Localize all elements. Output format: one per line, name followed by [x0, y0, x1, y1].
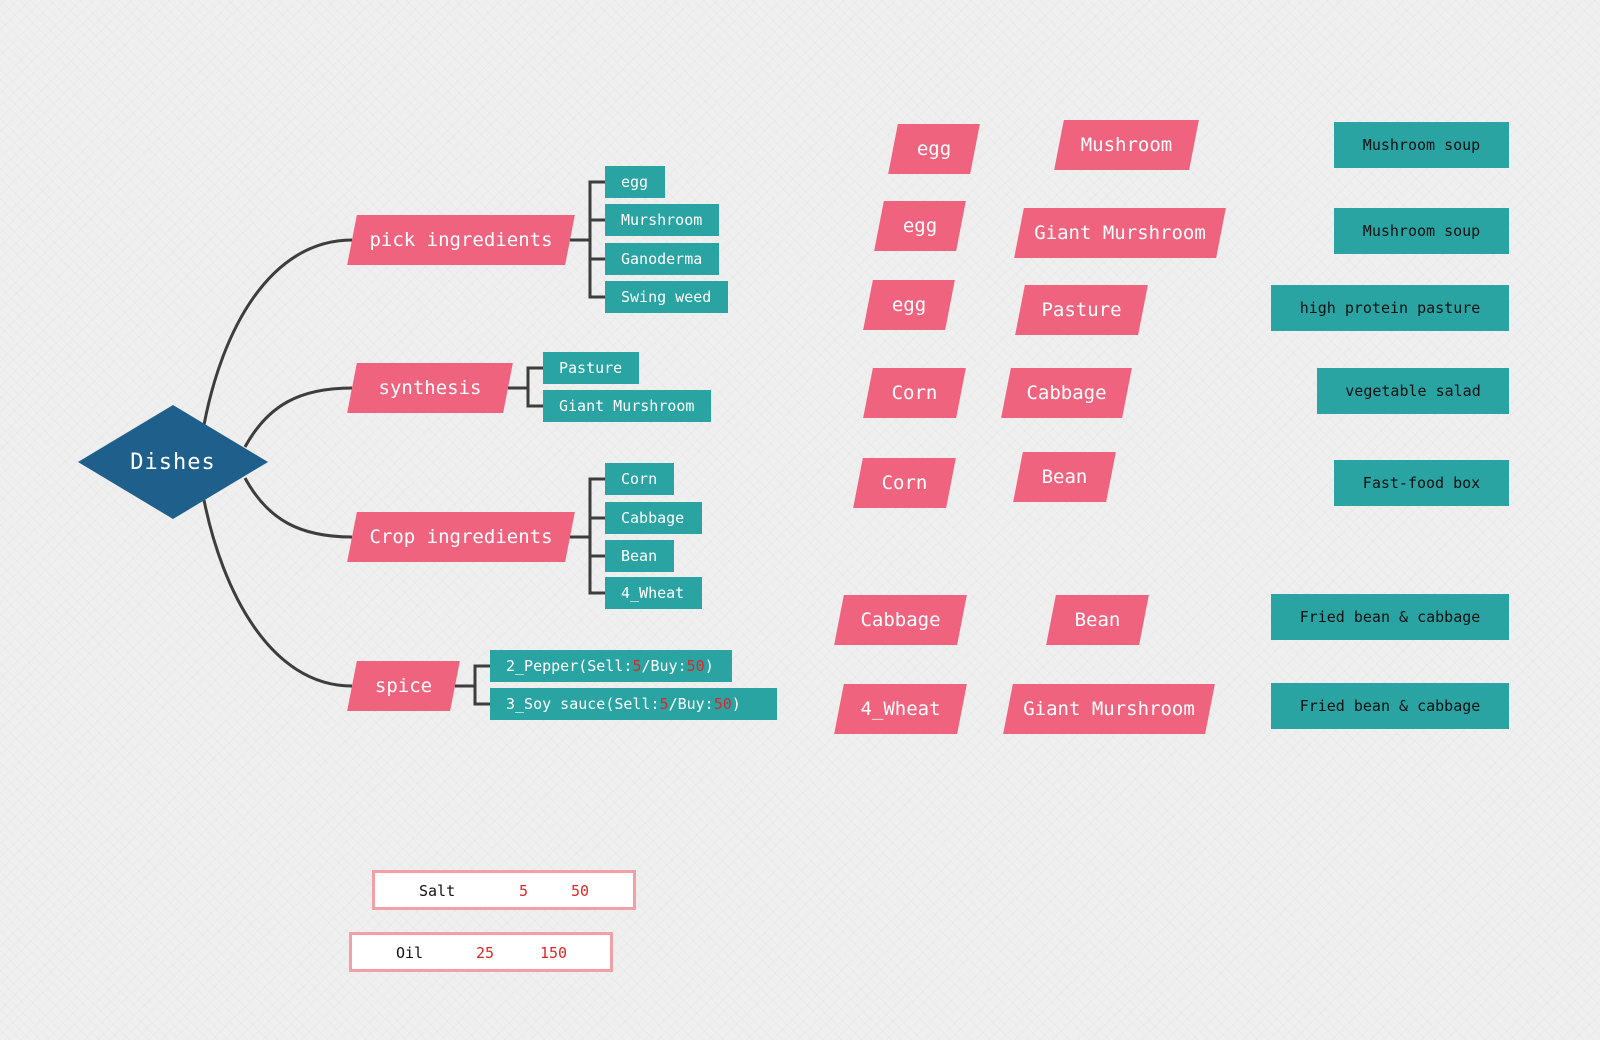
leaf-2-pepper[interactable]: 2_Pepper(Sell:5/Buy:50)	[490, 650, 732, 682]
recipe-7-ingredient-2[interactable]: Giant Murshroom	[1008, 684, 1210, 734]
spice-price-sell: 25	[476, 944, 495, 962]
leaf-bean[interactable]: Bean	[605, 540, 674, 572]
crop-bracket	[570, 477, 605, 595]
ingredient-label: Corn	[881, 472, 928, 494]
spice-price-buy: 150	[540, 944, 568, 962]
recipe-3-ingredient-1[interactable]: egg	[868, 280, 950, 330]
branch-label: Crop ingredients	[369, 526, 553, 548]
spice-price-oil: Oil 25 150	[349, 932, 613, 972]
spice-sell-value: 5	[659, 695, 669, 713]
recipe-1-ingredient-1[interactable]: egg	[893, 124, 975, 174]
recipe-1-ingredient-2[interactable]: Mushroom	[1059, 120, 1194, 170]
spice-separator: /	[641, 657, 651, 675]
ingredient-label: Mushroom	[1080, 134, 1173, 156]
spice-close: )	[704, 657, 714, 675]
root-label: Dishes	[130, 449, 216, 475]
recipe-3-ingredient-2[interactable]: Pasture	[1020, 285, 1143, 335]
ingredient-label: 4_Wheat	[860, 698, 941, 720]
spice-buy-value: 50	[686, 657, 705, 675]
leaf-pasture[interactable]: Pasture	[543, 352, 639, 384]
leaf-4-wheat[interactable]: 4_Wheat	[605, 577, 702, 609]
spice-sell-label: Sell:	[614, 695, 660, 713]
recipe-1-dish[interactable]: Mushroom soup	[1334, 122, 1509, 168]
spice-price-salt: Salt 5 50	[372, 870, 636, 910]
leaf-murshroom[interactable]: Murshroom	[605, 204, 719, 236]
spice-bracket	[455, 664, 490, 706]
ingredient-label: Cabbage	[1026, 382, 1107, 404]
ingredient-label: Giant Murshroom	[1023, 698, 1195, 720]
synthesis-bracket	[508, 366, 543, 408]
spice-sell-label: Sell:	[587, 657, 633, 675]
leaf-egg[interactable]: egg	[605, 166, 665, 198]
spice-price-name: Salt	[419, 882, 456, 900]
recipe-5-ingredient-1[interactable]: Corn	[858, 458, 951, 508]
branch-label: pick ingredients	[369, 229, 553, 251]
recipe-5-dish[interactable]: Fast-food box	[1334, 460, 1509, 506]
spice-buy-label: Buy:	[650, 657, 687, 675]
recipe-2-ingredient-1[interactable]: egg	[879, 201, 961, 251]
spice-open: (	[605, 695, 615, 713]
leaf-3-soy-sauce[interactable]: 3_Soy sauce (Sell:5/Buy:50)	[490, 688, 777, 720]
spice-name: 3_Soy sauce	[506, 695, 606, 713]
recipe-4-ingredient-1[interactable]: Corn	[868, 368, 961, 418]
spice-buy-value: 50	[713, 695, 732, 713]
spice-buy-label: Buy:	[677, 695, 714, 713]
spice-close: )	[731, 695, 741, 713]
recipe-6-ingredient-1[interactable]: Cabbage	[839, 595, 962, 645]
ingredient-label: Bean	[1074, 609, 1121, 631]
ingredient-label: egg	[902, 215, 938, 237]
spice-price-name: Oil	[396, 944, 424, 962]
branch-crop-ingredients[interactable]: Crop ingredients	[352, 512, 570, 562]
branch-spice[interactable]: spice	[352, 661, 455, 711]
branch-synthesis[interactable]: synthesis	[352, 363, 508, 413]
ingredient-label: Giant Murshroom	[1034, 222, 1206, 244]
spice-separator: /	[668, 695, 678, 713]
root-to-pick-connector	[202, 238, 353, 426]
spice-sell-value: 5	[632, 657, 642, 675]
ingredient-label: egg	[891, 294, 927, 316]
branch-label: synthesis	[378, 377, 482, 399]
leaf-corn[interactable]: Corn	[605, 463, 674, 495]
root-to-synthesis-connector	[243, 386, 353, 448]
recipe-4-dish[interactable]: vegetable salad	[1317, 368, 1509, 414]
ingredient-label: Cabbage	[860, 609, 941, 631]
spice-open: (	[578, 657, 588, 675]
leaf-ganoderma[interactable]: Ganoderma	[605, 243, 719, 275]
root-node-dishes[interactable]: Dishes	[78, 405, 268, 519]
recipe-3-dish[interactable]: high protein pasture	[1271, 285, 1509, 331]
recipe-7-dish[interactable]: Fried bean & cabbage	[1271, 683, 1509, 729]
root-to-spice-connector	[202, 499, 353, 688]
recipe-2-ingredient-2[interactable]: Giant Murshroom	[1019, 208, 1221, 258]
ingredient-label: egg	[916, 138, 952, 160]
spice-price-sell: 5	[519, 882, 529, 900]
leaf-swing-weed[interactable]: Swing weed	[605, 281, 728, 313]
root-to-crop-connector	[243, 477, 353, 539]
ingredient-label: Corn	[891, 382, 938, 404]
pick-bracket	[570, 180, 605, 299]
spice-price-buy: 50	[571, 882, 590, 900]
branch-pick-ingredients[interactable]: pick ingredients	[352, 215, 570, 265]
leaf-giant-murshroom[interactable]: Giant Murshroom	[543, 390, 711, 422]
recipe-6-ingredient-2[interactable]: Bean	[1051, 595, 1144, 645]
recipe-4-ingredient-2[interactable]: Cabbage	[1006, 368, 1127, 418]
ingredient-label: Pasture	[1041, 299, 1122, 321]
recipe-7-ingredient-1[interactable]: 4_Wheat	[839, 684, 962, 734]
leaf-cabbage[interactable]: Cabbage	[605, 502, 702, 534]
branch-label: spice	[374, 675, 433, 697]
ingredient-label: Bean	[1041, 466, 1088, 488]
recipe-6-dish[interactable]: Fried bean & cabbage	[1271, 594, 1509, 640]
spice-name: 2_Pepper	[506, 657, 579, 675]
recipe-2-dish[interactable]: Mushroom soup	[1334, 208, 1509, 254]
recipe-5-ingredient-2[interactable]: Bean	[1018, 452, 1111, 502]
